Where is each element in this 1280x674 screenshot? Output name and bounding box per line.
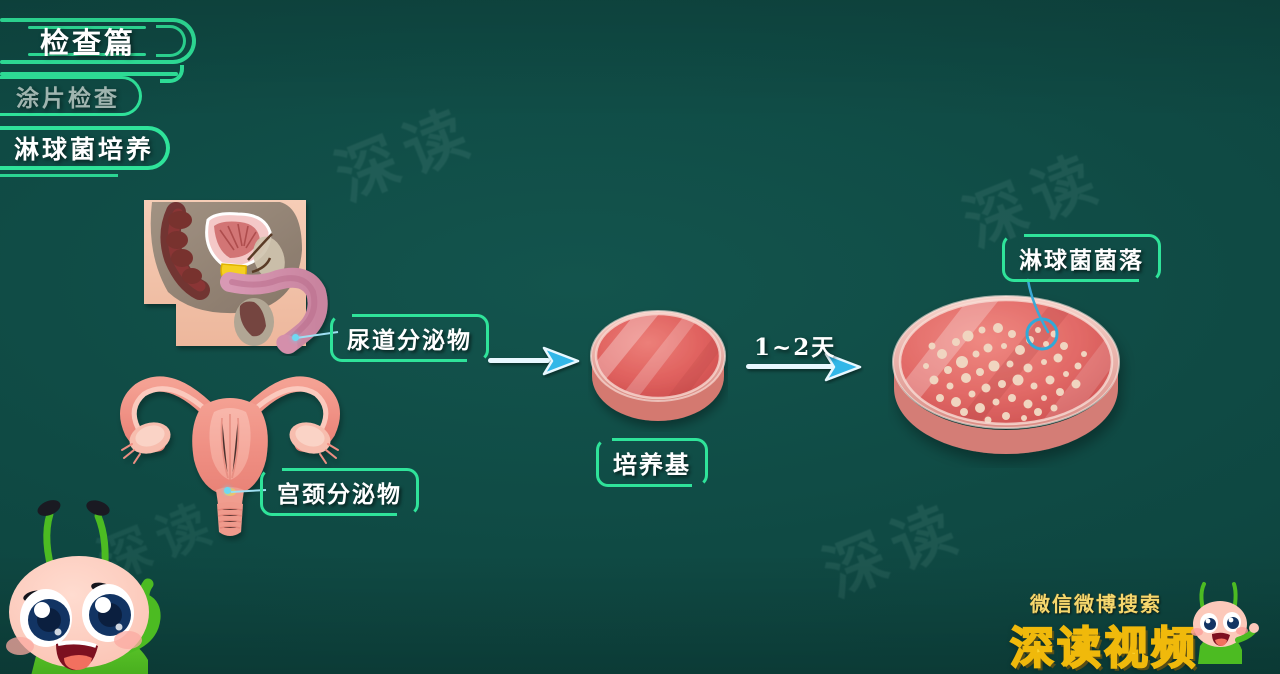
mascot-character bbox=[6, 500, 161, 674]
label-culture-medium: 培养基 bbox=[596, 438, 708, 487]
pointer-dot bbox=[292, 334, 299, 341]
banner-bracket-icon bbox=[150, 18, 196, 64]
chapter-item-label: 涂片检查 bbox=[16, 86, 120, 112]
banner-bracket-icon bbox=[106, 76, 142, 116]
incubation-duration-label: 1~2天 bbox=[754, 334, 837, 361]
watermark: 深读 bbox=[325, 93, 487, 215]
male-anatomy-illustration bbox=[144, 200, 328, 354]
banner-bracket-icon bbox=[130, 126, 170, 170]
label-text: 尿道分泌物 bbox=[347, 328, 472, 354]
label-cervical-secretion: 宫颈分泌物 bbox=[260, 468, 419, 516]
watermark: 深读 bbox=[813, 489, 975, 611]
label-text: 宫颈分泌物 bbox=[277, 482, 402, 508]
label-text: 培养基 bbox=[613, 451, 691, 479]
blood-agar-petri-dish bbox=[590, 310, 726, 421]
chapter-title-banner: 检查篇 bbox=[0, 18, 196, 83]
flow-arrow-left bbox=[488, 346, 580, 376]
banner-bracket-inner-icon bbox=[156, 25, 186, 57]
chapter-item-smear-test[interactable]: 涂片检查 bbox=[0, 76, 142, 116]
page-title: 检查篇 bbox=[40, 26, 137, 60]
petri-dish-with-colonies bbox=[892, 295, 1120, 454]
leader-line-colony bbox=[1026, 278, 1050, 334]
female-anatomy-illustration bbox=[120, 376, 340, 536]
brand-subtitle: 微信微博搜索 bbox=[1030, 592, 1162, 616]
brand-title: 深读视频 bbox=[1009, 622, 1198, 674]
label-gonococcus-colony: 淋球菌菌落 bbox=[1002, 234, 1161, 282]
brand-watermark: 微信微博搜索 深读视频 bbox=[1004, 578, 1274, 674]
brand-mascot-icon bbox=[1191, 582, 1259, 664]
flow-arrow-right bbox=[746, 352, 862, 382]
pointer-dot bbox=[224, 487, 231, 494]
chapter-item-gonococcus-culture[interactable]: 淋球菌培养 bbox=[0, 126, 170, 177]
label-text: 淋球菌菌落 bbox=[1019, 248, 1144, 274]
chapter-item-label: 淋球菌培养 bbox=[14, 135, 155, 164]
label-urethral-secretion: 尿道分泌物 bbox=[330, 314, 489, 362]
